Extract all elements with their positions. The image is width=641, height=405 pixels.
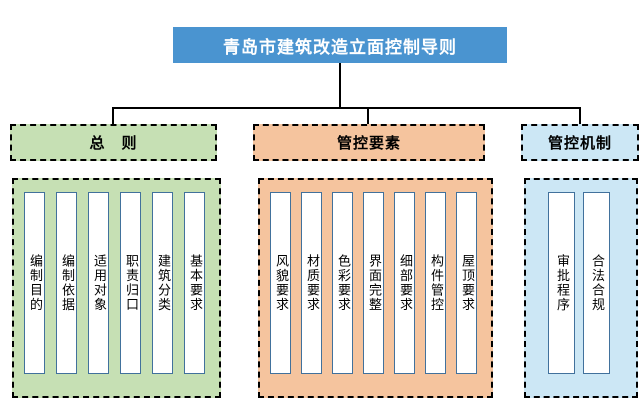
item-label: 材质要求 <box>304 254 319 312</box>
item-box-compilation-basis: 编制依据 <box>56 192 77 374</box>
connector-drop-general-principles <box>112 108 114 124</box>
item-label: 合法合规 <box>589 254 604 312</box>
root-title-node: 青岛市建筑改造立面控制导则 <box>173 27 507 63</box>
branch-container-control-mechanism: 审批程序 合法合规 <box>524 178 638 398</box>
item-label: 编制依据 <box>59 254 74 312</box>
item-box-building-classification: 建筑分类 <box>152 192 173 374</box>
branch-container-control-elements: 风貌要求 材质要求 色彩要求 界面完整 细部要求 构件管控 屋顶要求 <box>258 178 493 398</box>
item-label: 构件管控 <box>428 254 443 312</box>
item-label: 职责归口 <box>123 254 138 312</box>
connector-horizontal-bar <box>112 107 581 109</box>
item-box-legal-compliance: 合法合规 <box>583 192 610 374</box>
item-box-component-control: 构件管控 <box>425 192 446 374</box>
item-box-detail-requirements: 细部要求 <box>394 192 415 374</box>
item-box-compilation-purpose: 编制目的 <box>24 192 45 374</box>
item-box-roof-requirements: 屋顶要求 <box>456 192 477 374</box>
item-label: 建筑分类 <box>155 254 170 312</box>
item-label: 编制目的 <box>27 254 42 312</box>
item-label: 基本要求 <box>187 254 202 312</box>
item-box-color-requirements: 色彩要求 <box>332 192 353 374</box>
item-label: 审批程序 <box>554 254 569 312</box>
item-label: 色彩要求 <box>335 254 350 312</box>
item-box-applicable-objects: 适用对象 <box>88 192 109 374</box>
item-box-approval-procedure: 审批程序 <box>548 192 575 374</box>
connector-drop-control-elements <box>367 108 369 124</box>
connector-drop-control-mechanism <box>579 108 581 124</box>
connector-title-stem <box>339 63 341 108</box>
branch-container-general-principles: 编制目的 编制依据 适用对象 职责归口 建筑分类 基本要求 <box>12 178 221 398</box>
item-label: 界面完整 <box>366 254 381 312</box>
item-box-appearance-requirements: 风貌要求 <box>270 192 291 374</box>
item-label: 细部要求 <box>397 254 412 312</box>
item-box-interface-integrity: 界面完整 <box>363 192 384 374</box>
branch-header-control-mechanism: 管控机制 <box>521 124 639 161</box>
item-box-material-requirements: 材质要求 <box>301 192 322 374</box>
item-box-basic-requirements: 基本要求 <box>184 192 205 374</box>
item-box-responsibility-assignment: 职责归口 <box>120 192 141 374</box>
item-label: 风貌要求 <box>273 254 288 312</box>
item-label: 适用对象 <box>91 254 106 312</box>
branch-header-general-principles: 总 则 <box>10 124 217 161</box>
branch-header-control-elements: 管控要素 <box>253 124 485 161</box>
item-label: 屋顶要求 <box>459 254 474 312</box>
